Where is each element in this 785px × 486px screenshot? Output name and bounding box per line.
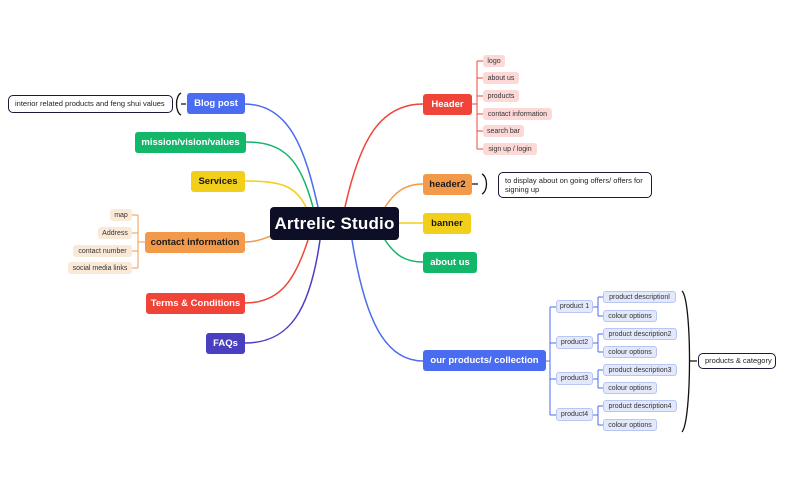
topic-mission[interactable]: mission/vision/values	[135, 132, 246, 153]
topic-header2[interactable]: header2	[423, 174, 472, 195]
product-desc-2[interactable]: product description2	[603, 328, 677, 340]
connector-faqs	[244, 239, 321, 344]
products-tree	[546, 306, 556, 416]
contact-item-social-media[interactable]: social media links	[68, 262, 132, 274]
product-colour-2[interactable]: colour options	[603, 346, 657, 358]
central-topic[interactable]: Artrelic Studio	[270, 207, 399, 240]
header-item-sign-up-login[interactable]: sign up / login	[483, 143, 537, 155]
connector-blog-post	[243, 103, 319, 208]
product-item-3[interactable]: product3	[556, 372, 593, 385]
connector-services	[244, 180, 307, 208]
contact-item-address[interactable]: Address	[98, 227, 132, 239]
contact-item-map[interactable]: map	[110, 209, 132, 221]
contact-item-contact-number[interactable]: contact number	[73, 245, 132, 257]
topic-faqs[interactable]: FAQs	[206, 333, 245, 354]
product2-tree	[593, 333, 603, 353]
product-item-1[interactable]: product 1	[556, 300, 593, 313]
header-item-logo[interactable]: logo	[483, 55, 505, 67]
bracket-blog-note	[175, 92, 186, 116]
header-item-contact-information[interactable]: contact information	[483, 108, 552, 120]
topic-about-us[interactable]: about us	[423, 252, 477, 273]
product-desc-4[interactable]: product description4	[603, 400, 677, 412]
product1-tree	[593, 296, 603, 317]
note-header2[interactable]: to display about on going offers/ offers…	[498, 172, 652, 198]
product-desc-3[interactable]: product description3	[603, 364, 677, 376]
topic-services[interactable]: Services	[191, 171, 245, 192]
topic-banner[interactable]: banner	[423, 213, 471, 234]
contact-tree	[131, 214, 145, 269]
product-colour-1[interactable]: colour options	[603, 310, 657, 322]
bracket-header2-note	[472, 173, 488, 195]
topic-contact[interactable]: contact information	[145, 232, 245, 253]
header-item-about-us[interactable]: about us	[483, 72, 519, 84]
connector-header2	[384, 183, 424, 208]
product-item-2[interactable]: product2	[556, 336, 593, 349]
product-item-4[interactable]: product4	[556, 408, 593, 421]
connector-products	[351, 239, 424, 362]
note-blog-post[interactable]: interior related products and feng shui …	[8, 95, 173, 113]
connector-mission	[245, 141, 314, 208]
product3-tree	[593, 369, 603, 389]
bracket-products-note	[681, 290, 697, 433]
note-products-category[interactable]: products & category	[698, 353, 776, 369]
topic-blog-post[interactable]: Blog post	[187, 93, 245, 114]
product-colour-4[interactable]: colour options	[603, 419, 657, 431]
connector-about	[384, 239, 424, 263]
topic-header[interactable]: Header	[423, 94, 472, 115]
connector-terms	[244, 239, 309, 304]
topic-products[interactable]: our products/ collection	[423, 350, 546, 371]
header-tree	[472, 60, 483, 150]
header-item-search-bar[interactable]: search bar	[483, 125, 524, 137]
topic-terms[interactable]: Terms & Conditions	[146, 293, 245, 314]
product4-tree	[593, 405, 603, 426]
product-desc-1[interactable]: product descriptionl	[603, 291, 676, 303]
connector-header	[344, 103, 424, 208]
header-item-products[interactable]: products	[483, 90, 519, 102]
product-colour-3[interactable]: colour options	[603, 382, 657, 394]
